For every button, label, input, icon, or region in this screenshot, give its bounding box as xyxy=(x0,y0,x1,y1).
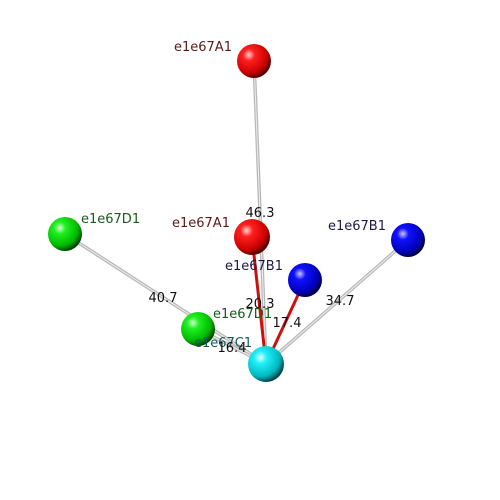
atom-C1[interactable] xyxy=(248,346,284,382)
bond-layer xyxy=(63,59,410,366)
atom-label-A1_far: e1e67A1 xyxy=(174,40,232,55)
distance-label-C1-D1_near: 16.4 xyxy=(218,341,247,356)
distance-label-C1-D1_far: 40.7 xyxy=(149,291,178,306)
atom-label-D1_near: e1e67D1 xyxy=(213,307,272,322)
bond-highlight xyxy=(253,60,267,365)
label-layer: e1e67A1 e1e67A1 e1e67B1 e1e67B1 e1e67D1 e1e67… xyxy=(81,40,386,356)
distance-label-C1-A1_far: 46.3 xyxy=(246,206,275,221)
atom-label-B1_near: e1e67B1 xyxy=(225,259,283,274)
atom-label-A1_near: e1e67A1 xyxy=(172,216,230,231)
atom-D1_far[interactable] xyxy=(48,217,82,251)
atom-B1_far[interactable] xyxy=(391,223,425,257)
distance-label-C1-B1_far: 34.7 xyxy=(326,294,355,309)
atom-label-C1: e1e67C1 xyxy=(194,336,252,351)
atom-A1_far[interactable] xyxy=(237,44,271,78)
atom-layer xyxy=(48,44,425,382)
atom-label-D1_far: e1e67D1 xyxy=(81,212,140,227)
bond-highlight xyxy=(64,233,267,365)
distance-label-C1-A1_near: 20.3 xyxy=(246,297,275,312)
bond-highlight xyxy=(265,239,409,365)
atom-A1_near[interactable] xyxy=(234,219,270,255)
atom-B1_near[interactable] xyxy=(288,263,322,297)
distance-label-C1-B1_near: 17.4 xyxy=(273,316,302,331)
atom-label-B1_far: e1e67B1 xyxy=(328,219,386,234)
bond-C1-A1_near xyxy=(250,235,268,366)
atom-D1_near[interactable] xyxy=(181,312,215,346)
